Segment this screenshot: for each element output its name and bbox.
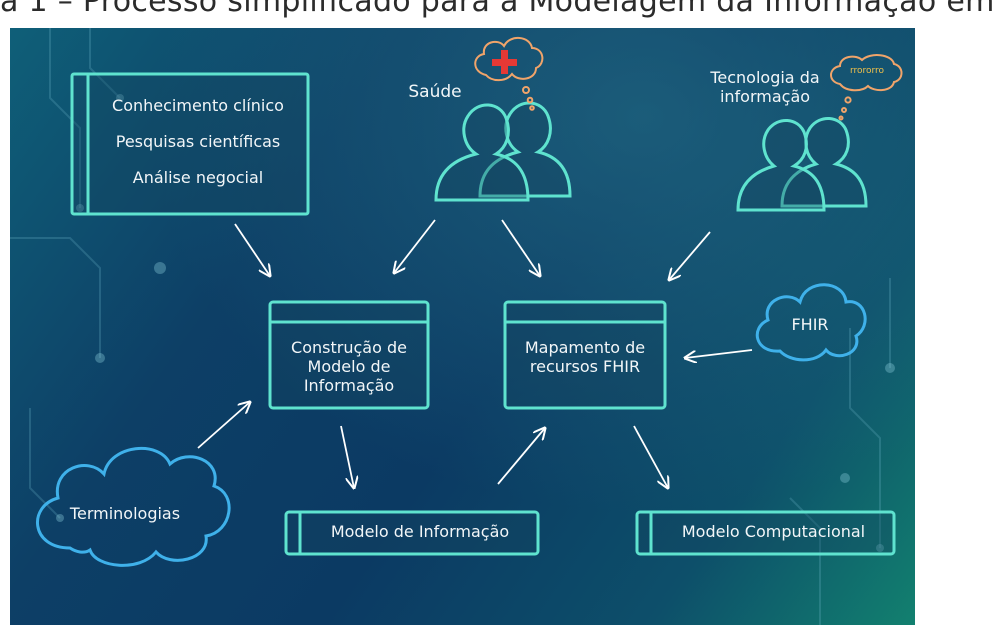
fhir-cloud-label: FHIR xyxy=(791,315,829,334)
diagram-canvas xyxy=(10,28,903,625)
it-thought-cloud xyxy=(830,54,903,121)
terminologies-cloud-label: Terminologias xyxy=(69,504,181,523)
knowledge-box xyxy=(70,72,310,216)
fhir-cloud-shape xyxy=(755,283,867,362)
comp-model-label: Modelo Computacional xyxy=(681,522,866,541)
info-model-box xyxy=(284,510,540,556)
terminologies-cloud-shape xyxy=(36,446,231,567)
it-thought-text: rrororro xyxy=(849,66,885,76)
circuit-decoration xyxy=(10,28,891,625)
actor-health-label: Saúde xyxy=(408,82,462,102)
comp-model-box xyxy=(635,510,896,556)
health-people-icon xyxy=(434,101,572,202)
knowledge-item-1: Conhecimento clínico xyxy=(112,96,284,115)
mapping-label: Mapamento de recursos FHIR xyxy=(524,338,646,376)
mapping-box xyxy=(503,300,667,410)
health-thought-cloud xyxy=(474,37,544,111)
construction-label: Construção de Modelo de Informação xyxy=(291,338,407,395)
knowledge-item-3: Análise negocial xyxy=(132,168,264,187)
actor-it-label: Tecnologia da informação xyxy=(710,68,820,106)
circuit-dots xyxy=(56,94,895,552)
info-model-label: Modelo de Informação xyxy=(330,522,510,541)
figure-title: a 1 – Processo simplificado para a Model… xyxy=(0,0,995,19)
title-strip: a 1 – Processo simplificado para a Model… xyxy=(0,0,994,28)
it-people-icon xyxy=(736,117,868,212)
flow-arrows xyxy=(197,219,753,488)
diagram-panel: Conhecimento clínico Pesquisas científic… xyxy=(10,28,915,625)
health-cross-icon xyxy=(492,50,517,74)
knowledge-item-2: Pesquisas científicas xyxy=(115,132,281,151)
construction-box xyxy=(268,300,430,410)
